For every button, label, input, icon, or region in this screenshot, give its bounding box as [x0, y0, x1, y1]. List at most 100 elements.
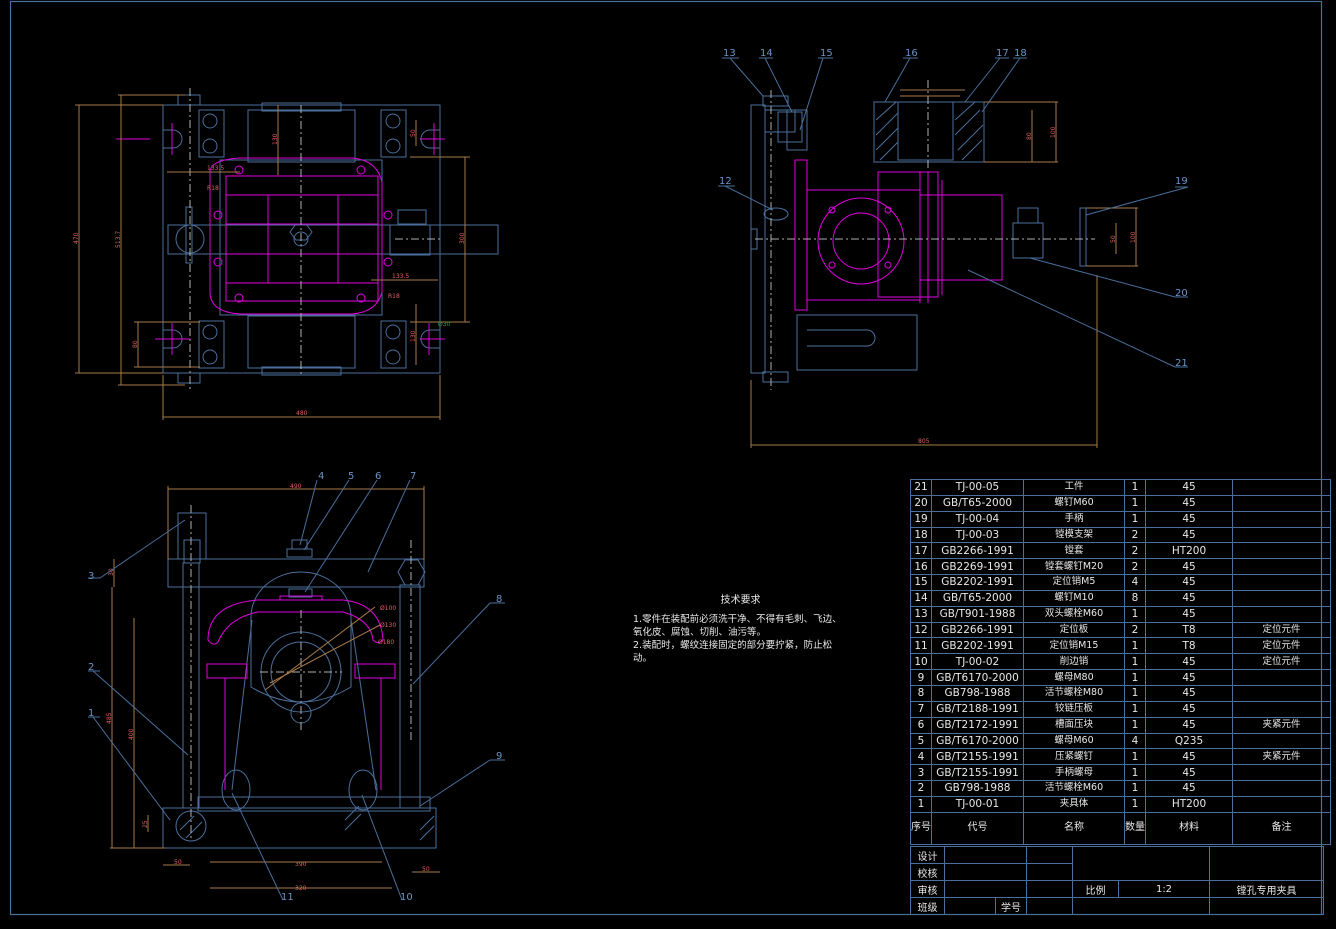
dim-130-top: 130 — [272, 133, 279, 145]
parts-cell-qty: 1 — [1124, 748, 1146, 766]
drawing-name: 镗孔专用夹具 — [1209, 880, 1324, 898]
parts-cell-code: GB798-1988 — [931, 684, 1024, 702]
callout-6: 6 — [375, 471, 381, 482]
design-value — [944, 846, 1027, 864]
side-view-dim-text: 805 80 100 50 100 — [918, 126, 1137, 445]
parts-cell-name: 工件 — [1023, 479, 1125, 496]
parts-cell-material: 45 — [1145, 764, 1233, 782]
parts-cell-no: 6 — [910, 716, 932, 734]
side-view-hatching — [875, 101, 984, 161]
parts-cell-name: 夹具体 — [1023, 795, 1125, 813]
parts-cell-remark — [1232, 526, 1331, 544]
parts-cell-qty: 1 — [1124, 780, 1146, 797]
parts-cell-code: TJ-00-01 — [931, 795, 1024, 813]
parts-cell-no: 10 — [910, 653, 932, 671]
review-date — [1026, 880, 1073, 898]
parts-cell-name: 螺钉M60 — [1023, 494, 1125, 512]
parts-cell-qty: 1 — [1124, 684, 1146, 702]
front-view-leaders — [88, 479, 505, 901]
parts-cell-name: 手柄 — [1023, 510, 1125, 528]
parts-cell-no: 17 — [910, 542, 932, 560]
parts-cell-qty: 1 — [1124, 669, 1146, 686]
parts-cell-name: 定位板 — [1023, 621, 1125, 639]
parts-cell-material: 45 — [1145, 748, 1233, 766]
parts-cell-qty: 4 — [1124, 732, 1146, 750]
title-block-blank-3 — [1072, 897, 1210, 915]
parts-cell-no: 4 — [910, 748, 932, 766]
side-view-centerlines — [755, 80, 1095, 390]
dim-r18-b: R18 — [388, 293, 400, 300]
parts-cell-remark — [1232, 542, 1331, 560]
parts-cell-qty: 2 — [1124, 621, 1146, 639]
drawing-border — [9, 0, 1323, 916]
parts-cell-name: 定位销M5 — [1023, 574, 1125, 591]
parts-cell-material: 45 — [1145, 700, 1233, 718]
parts-cell-code: GB2266-1991 — [931, 542, 1024, 560]
parts-cell-remark — [1232, 479, 1331, 496]
dim-80: 80 — [1026, 132, 1033, 140]
parts-cell-remark — [1232, 684, 1331, 702]
label-scale: 比例 — [1072, 880, 1119, 898]
parts-cell-remark — [1232, 700, 1331, 718]
parts-cell-name: 镗套螺钉M20 — [1023, 558, 1125, 576]
parts-cell-name: 螺母M80 — [1023, 669, 1125, 686]
parts-cell-code: GB/T901-1988 — [931, 605, 1024, 623]
parts-cell-no: 13 — [910, 605, 932, 623]
front-view: 490 30 400 485 Ø100 Ø130 Ø180 25 50 390 … — [88, 471, 505, 903]
parts-cell-name: 螺钉M10 — [1023, 589, 1125, 607]
parts-cell-remark — [1232, 494, 1331, 512]
side-view-leaders — [718, 57, 1189, 368]
side-view: 805 80 100 50 100 13 14 15 16 17 18 12 — [718, 48, 1189, 448]
dim-50-right: 50 — [422, 866, 430, 873]
parts-cell-name: 双头螺栓M60 — [1023, 605, 1125, 623]
parts-cell-name: 槽面压块 — [1023, 716, 1125, 734]
parts-cell-remark — [1232, 669, 1331, 686]
top-view-workpiece — [116, 123, 445, 355]
front-view-centerlines — [190, 505, 412, 840]
dim-133-5-b: 133.5 — [392, 273, 409, 280]
parts-cell-code: GB2266-1991 — [931, 621, 1024, 639]
dim-30: 30 — [108, 568, 115, 576]
callout-17: 17 — [996, 48, 1009, 59]
parts-cell-no: 5 — [910, 732, 932, 750]
parts-cell-no: 2 — [910, 780, 932, 797]
parts-cell-code: GB2202-1991 — [931, 574, 1024, 591]
parts-cell-name: 铰链压板 — [1023, 700, 1125, 718]
technical-requirements: 技术要求 1.零件在装配前必须洗干净、不得有毛刺、飞边、氧化皮、腐蚀、切削、油污… — [633, 594, 848, 665]
parts-cell-name: 活节螺栓M60 — [1023, 780, 1125, 797]
front-view-body — [162, 512, 437, 849]
header-code: 代号 — [931, 811, 1024, 845]
parts-cell-material: 45 — [1145, 780, 1233, 797]
parts-cell-qty: 1 — [1124, 605, 1146, 623]
parts-cell-no: 16 — [910, 558, 932, 576]
parts-cell-material: 45 — [1145, 558, 1233, 576]
parts-cell-remark — [1232, 764, 1331, 782]
dim-133-5-a: 133.5 — [207, 165, 224, 172]
callout-10: 10 — [400, 892, 413, 903]
front-view-callouts: 4 5 6 7 3 8 2 1 9 11 10 — [88, 471, 502, 903]
parts-cell-remark: 定位元件 — [1232, 653, 1331, 671]
title-block: 设计 校核 审核 比例 1:2 镗孔专用夹具 班级 学号 — [910, 846, 1324, 915]
parts-cell-no: 9 — [910, 669, 932, 686]
dim-490: 490 — [290, 483, 302, 490]
parts-cell-name: 螺母M60 — [1023, 732, 1125, 750]
dim-80: 80 — [132, 340, 139, 348]
parts-cell-remark: 定位元件 — [1232, 637, 1331, 655]
callout-14: 14 — [760, 48, 773, 59]
parts-cell-qty: 1 — [1124, 653, 1146, 671]
header-material: 材料 — [1145, 811, 1233, 845]
parts-cell-qty: 1 — [1124, 479, 1146, 496]
